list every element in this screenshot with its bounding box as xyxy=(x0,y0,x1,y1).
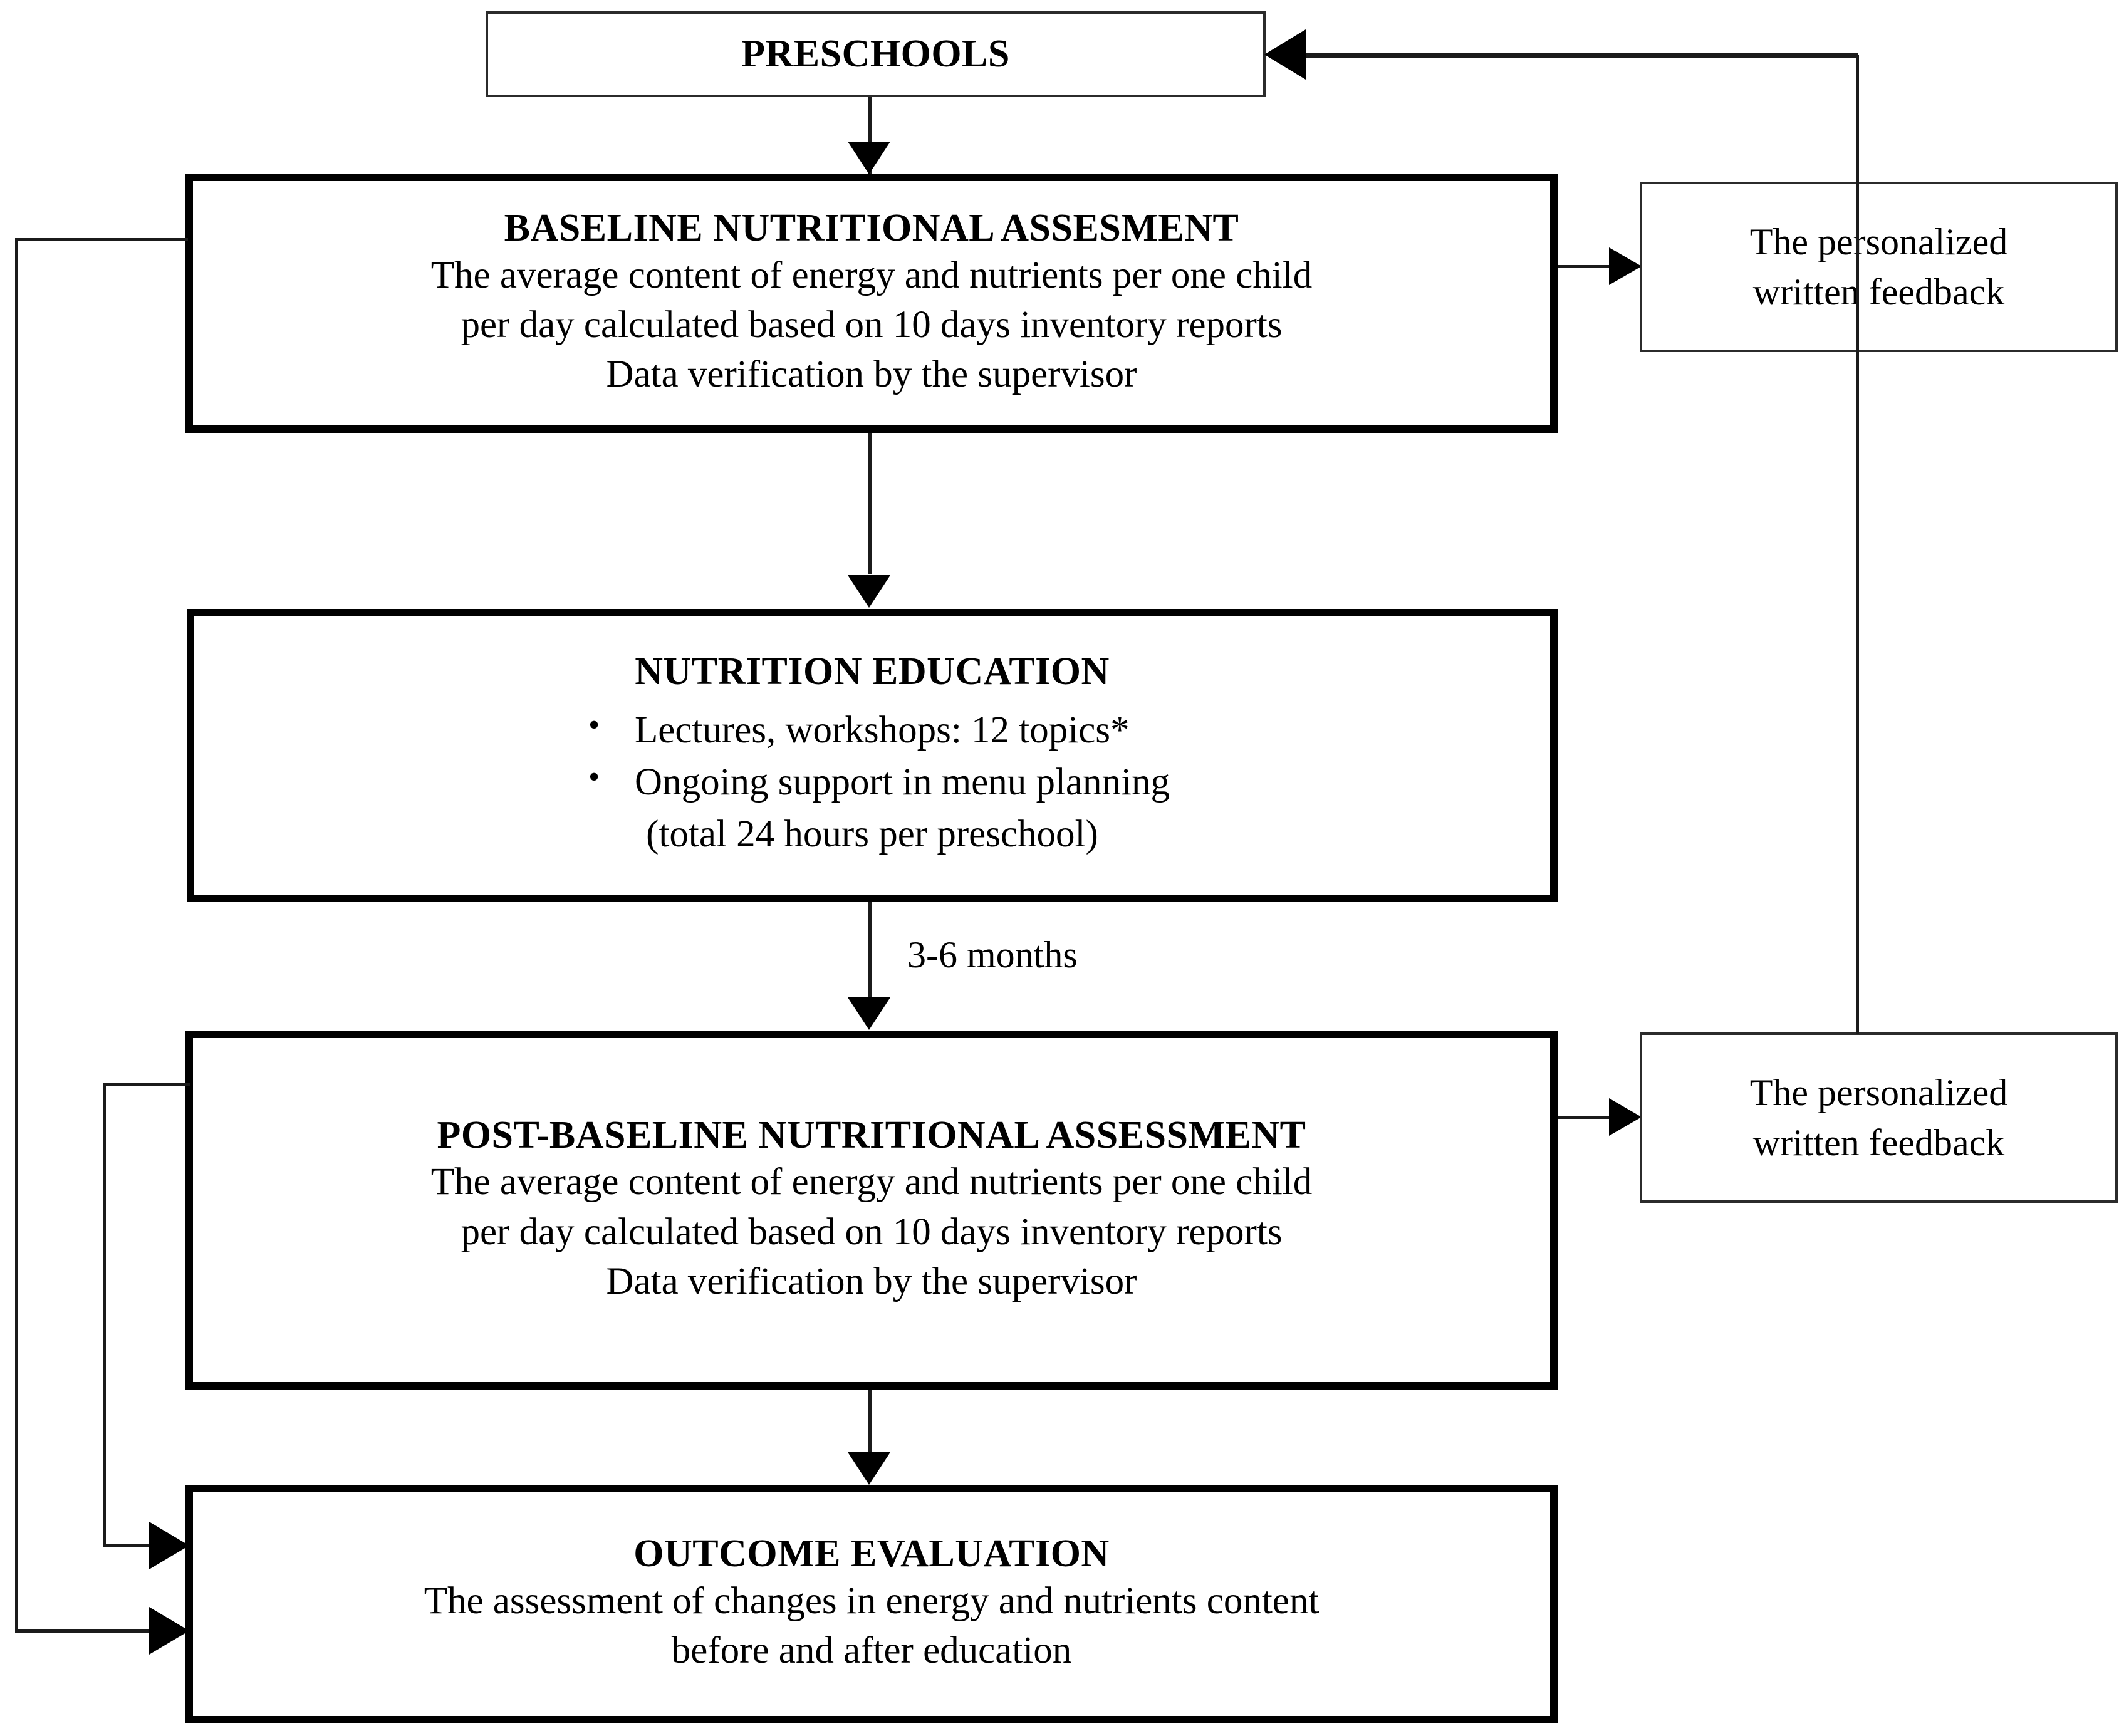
arrowhead-post-baseline-to-outcome xyxy=(848,1452,890,1485)
arrowhead-baseline-to-education xyxy=(848,575,890,608)
node-education-note: (total 24 hours per preschool) xyxy=(646,813,1098,856)
node-feedback-top-line-2: written feedback xyxy=(1752,271,2005,313)
list-item: Lectures, workshops: 12 topics* xyxy=(575,704,1170,757)
arrowhead-education-to-post-baseline xyxy=(848,997,890,1030)
node-baseline-line-2: per day calculated based on 10 days inve… xyxy=(461,304,1283,346)
node-baseline-title: BASELINE NUTRITIONAL ASSESMENT xyxy=(504,207,1239,250)
node-outcome-title: OUTCOME EVALUATION xyxy=(633,1532,1110,1576)
edge-label-duration: 3-6 months xyxy=(907,934,1078,975)
node-outcome-line-1: The assessment of changes in energy and … xyxy=(424,1579,1320,1622)
connector-education-to-post-baseline xyxy=(868,902,872,999)
node-feedback-bottom-line-1: The personalized xyxy=(1749,1071,2008,1113)
node-post-baseline-assessment[interactable]: POST-BASELINE NUTRITIONAL ASSESSMENT The… xyxy=(185,1031,1558,1390)
node-baseline-line-3: Data verification by the supervisor xyxy=(606,353,1137,396)
node-post-baseline-line-1: The average content of energy and nutrie… xyxy=(430,1161,1313,1203)
connector-baseline-to-feedback-top xyxy=(1558,265,1618,268)
connector-post-baseline-loop-top xyxy=(103,1083,190,1086)
node-preschools-title: PRESCHOOLS xyxy=(741,32,1010,75)
node-feedback-bottom-line-2: written feedback xyxy=(1752,1122,2005,1163)
node-feedback-bottom[interactable]: The personalized written feedback xyxy=(1640,1032,2118,1203)
node-baseline-assessment[interactable]: BASELINE NUTRITIONAL ASSESMENT The avera… xyxy=(185,174,1558,433)
connector-post-baseline-to-feedback-bottom xyxy=(1558,1116,1618,1119)
connector-baseline-loop-top xyxy=(15,238,188,241)
node-post-baseline-title: POST-BASELINE NUTRITIONAL ASSESSMENT xyxy=(437,1113,1306,1156)
arrowhead-preschools-to-baseline xyxy=(848,142,890,174)
node-feedback-top-line-1: The personalized xyxy=(1749,221,2008,262)
connector-post-baseline-loop-bottom xyxy=(103,1544,163,1547)
node-baseline-line-1: The average content of energy and nutrie… xyxy=(430,254,1313,296)
connector-baseline-to-education xyxy=(868,433,872,574)
node-post-baseline-line-3: Data verification by the supervisor xyxy=(606,1260,1137,1302)
arrowhead-feedback-to-preschools xyxy=(1264,29,1306,80)
arrowhead-baseline-loop-to-outcome xyxy=(149,1607,189,1655)
node-preschools[interactable]: PRESCHOOLS xyxy=(486,11,1266,97)
connector-feedback-riser xyxy=(1856,55,1859,1034)
connector-feedback-to-preschools xyxy=(1303,53,1858,58)
arrowhead-baseline-to-feedback-top xyxy=(1609,247,1642,285)
node-outcome-evaluation[interactable]: OUTCOME EVALUATION The assessment of cha… xyxy=(185,1485,1558,1723)
arrowhead-post-baseline-to-feedback-bottom xyxy=(1609,1098,1642,1136)
arrowhead-post-baseline-loop-to-outcome xyxy=(149,1522,189,1569)
connector-baseline-loop-riser xyxy=(15,238,18,1632)
node-education-bullet-list: Lectures, workshops: 12 topics* Ongoing … xyxy=(575,704,1170,809)
node-education-title: NUTRITION EDUCATION xyxy=(635,650,1110,693)
connector-post-baseline-loop-riser xyxy=(103,1083,106,1546)
list-item: Ongoing support in menu planning xyxy=(575,756,1170,809)
node-feedback-top[interactable]: The personalized written feedback xyxy=(1640,182,2118,352)
connector-preschools-to-baseline xyxy=(868,97,872,177)
connector-baseline-loop-bottom xyxy=(15,1629,163,1633)
node-outcome-line-2: before and after education xyxy=(671,1629,1072,1672)
node-post-baseline-line-2: per day calculated based on 10 days inve… xyxy=(461,1210,1283,1253)
connector-post-baseline-to-outcome xyxy=(868,1390,872,1455)
node-nutrition-education[interactable]: NUTRITION EDUCATION Lectures, workshops:… xyxy=(187,609,1558,902)
